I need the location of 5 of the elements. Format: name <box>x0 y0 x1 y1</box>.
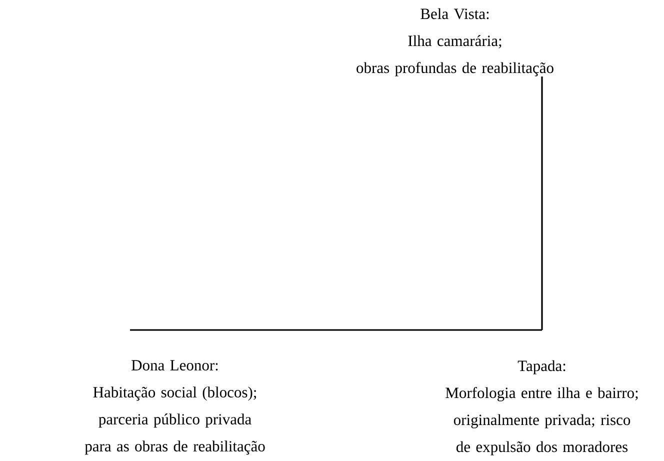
caption-text: Tapada: Morfologia entre ilha e bairro; originalmente privada; risco de expulsão dos moradores <box>446 360 638 456</box>
caption-text: Bela Vista: Ilha camarária; obras profundas de reabilitação <box>356 8 554 76</box>
line <box>541 76 543 330</box>
line <box>130 329 542 331</box>
caption-text: Dona Leonor: Habitação social (blocos); parceria público privada para as obras de reabilitação <box>84 360 265 455</box>
